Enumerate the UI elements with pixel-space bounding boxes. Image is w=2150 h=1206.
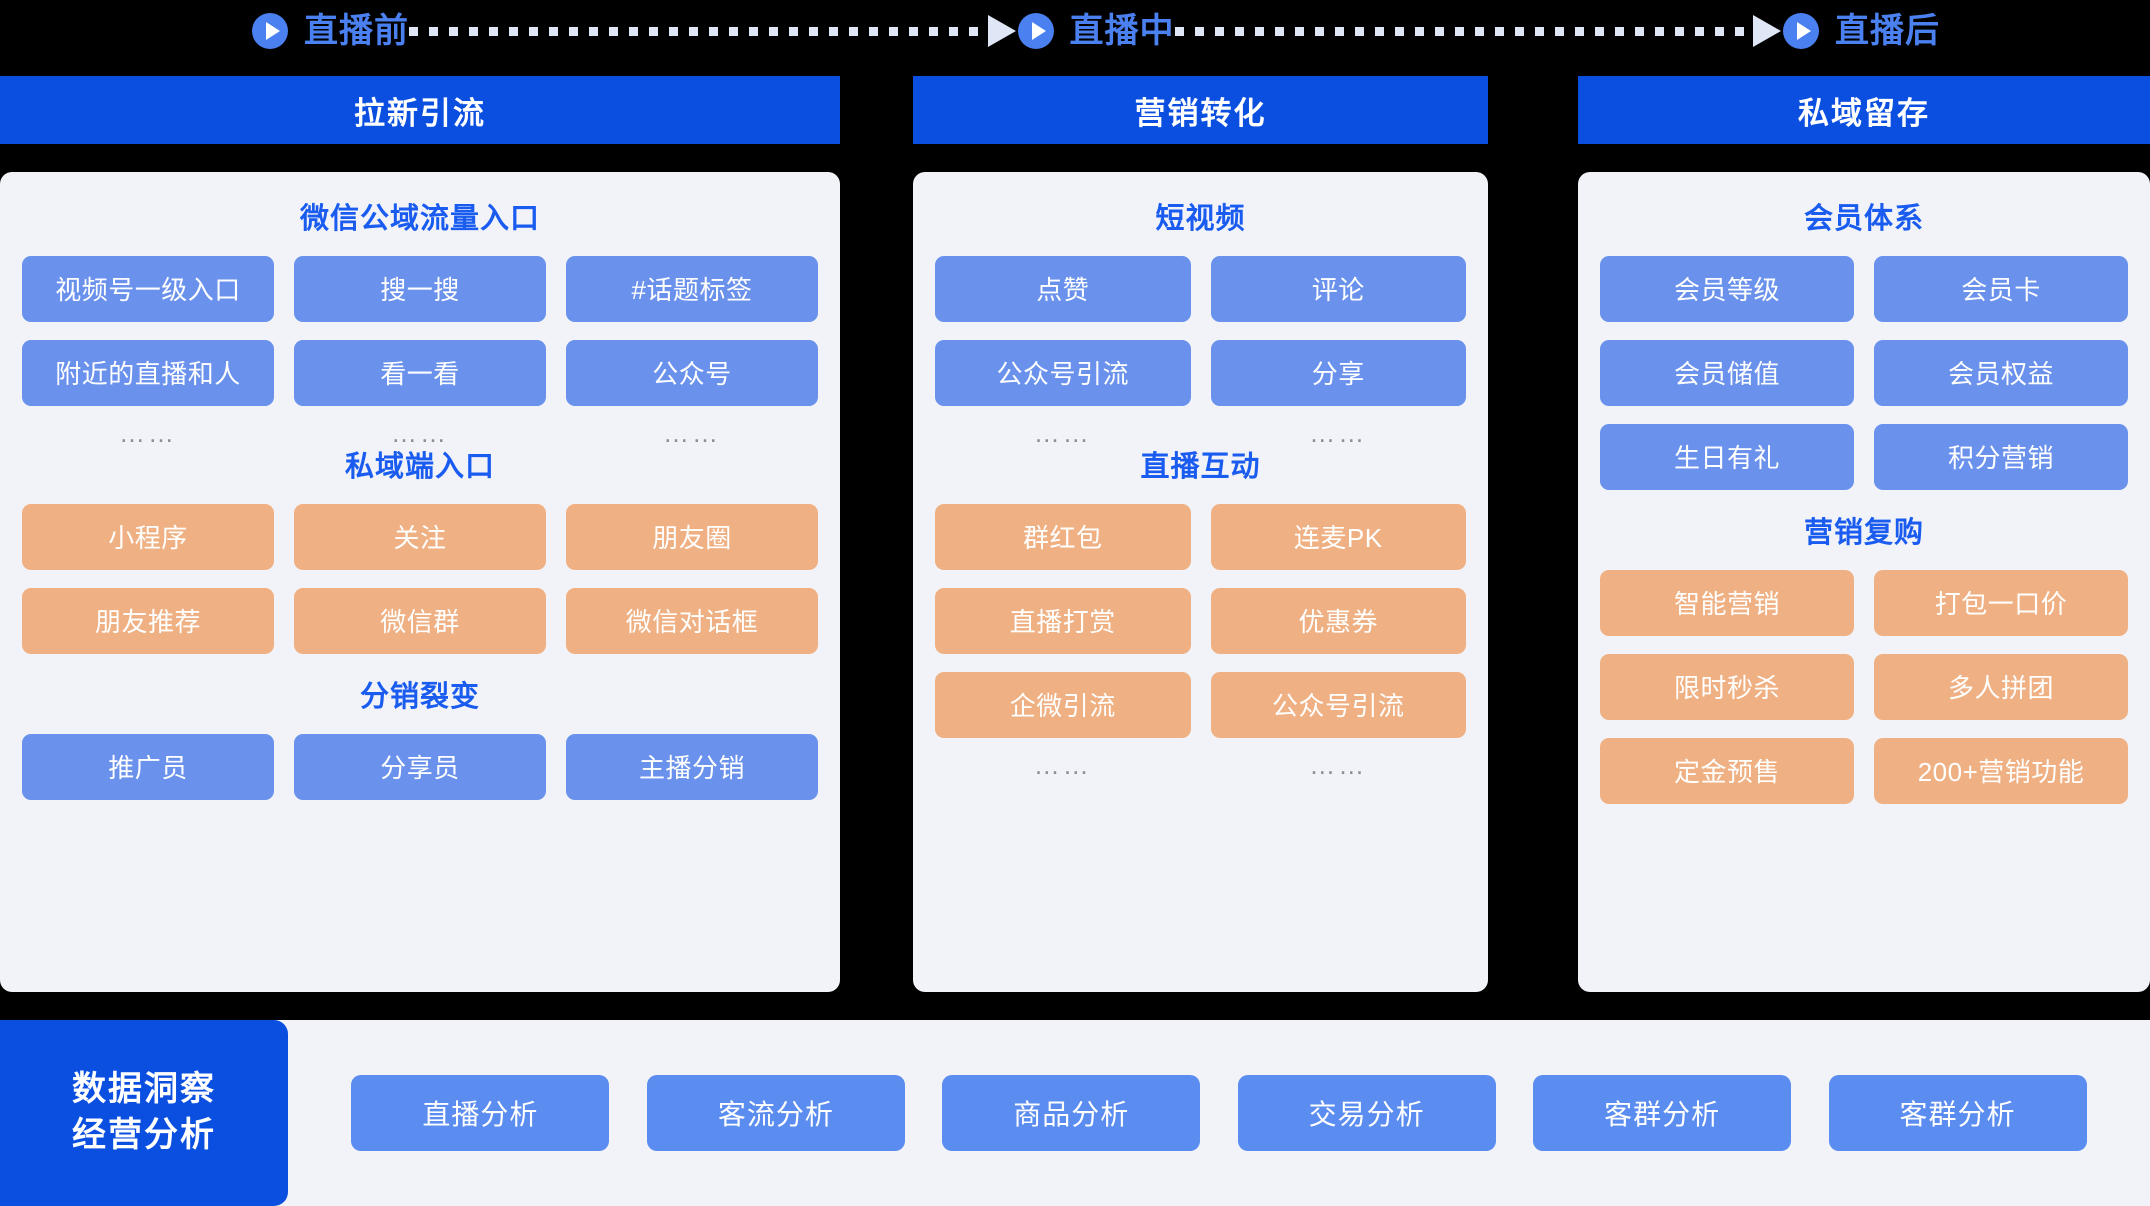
section-title: 会员体系 — [1803, 203, 1924, 235]
column-header-conversion: 营销转化 — [913, 76, 1488, 144]
section-title: 微信公域流量入口 — [299, 203, 540, 235]
phase-label: 直播后 — [1835, 12, 1940, 50]
column-cards: 微信公域流量入口视频号一级入口搜一搜#话题标签附近的直播和人看一看公众号…………… — [0, 172, 2150, 992]
feature-chip[interactable]: 小程序 — [22, 503, 274, 570]
feature-chip[interactable]: 分享 — [1210, 339, 1466, 406]
section-title: 分销裂变 — [359, 680, 480, 713]
column-header-acquisition: 拉新引流 — [0, 76, 840, 144]
chip-grid: 点赞评论公众号引流分享 — [935, 255, 1466, 406]
analytics-chip[interactable]: 商品分析 — [942, 1075, 1201, 1151]
feature-chip[interactable]: 直播打赏 — [935, 587, 1191, 654]
feature-chip[interactable]: 点赞 — [935, 255, 1191, 322]
column-header-retention: 私域留存 — [1578, 76, 2150, 144]
feature-chip[interactable]: 生日有礼 — [1600, 423, 1854, 490]
analytics-chip[interactable]: 客群分析 — [1828, 1075, 2087, 1151]
phase-before-live: 直播前 — [250, 11, 409, 51]
connector-dots — [409, 26, 986, 36]
phase-after-live: 直播后 — [1781, 11, 1940, 51]
ellipsis-marker: …… — [663, 417, 721, 448]
feature-chip[interactable]: 会员权益 — [1874, 339, 2128, 406]
play-circle-icon — [1017, 13, 1054, 49]
feature-chip[interactable]: 朋友圈 — [566, 503, 818, 570]
analytics-bar-label: 数据洞察 经营分析 — [0, 1020, 288, 1206]
phase-label: 直播前 — [304, 12, 409, 50]
chip-grid: 智能营销打包一口价限时秒杀多人拼团定金预售 200+营销功能 — [1600, 569, 2128, 804]
feature-chip[interactable]: 公众号 — [566, 339, 818, 406]
feature-chip[interactable]: 群红包 — [935, 503, 1191, 570]
analytics-chip[interactable]: 直播分析 — [351, 1075, 610, 1151]
feature-chip[interactable]: 评论 — [1210, 255, 1466, 322]
phase-during-live: 直播中 — [1016, 11, 1175, 51]
ellipsis-marker: …… — [391, 417, 449, 448]
arrow-head-icon — [987, 15, 1016, 47]
feature-chip[interactable]: 公众号引流 — [935, 339, 1191, 406]
connector-1 — [409, 15, 1016, 47]
column-headers: 拉新引流 营销转化 私域留存 — [0, 76, 2150, 144]
ellipsis-marker: …… — [1033, 749, 1092, 780]
feature-chip[interactable]: 朋友推荐 — [22, 587, 274, 654]
connector-2 — [1174, 15, 1781, 47]
ellipsis-marker: …… — [1309, 417, 1368, 448]
card-retention: 会员体系会员等级会员卡会员储值会员权益生日有礼积分营销营销复购智能营销打包一口价… — [1578, 172, 2150, 992]
chip-grid: 小程序关注朋友圈朋友推荐微信群微信对话框 — [22, 503, 818, 654]
chip-grid: 会员等级会员卡会员储值会员权益生日有礼积分营销 — [1600, 255, 2128, 490]
feature-chip[interactable]: #话题标签 — [566, 255, 818, 322]
feature-chip[interactable]: 打包一口价 — [1874, 569, 2128, 636]
analytics-chip-row: 直播分析客流分析商品分析交易分析客群分析客群分析 — [288, 1020, 2150, 1206]
analytics-bar: 数据洞察 经营分析 直播分析客流分析商品分析交易分析客群分析客群分析 — [0, 1020, 2150, 1206]
feature-chip[interactable]: 微信对话框 — [566, 587, 818, 654]
analytics-label-line2: 经营分析 — [72, 1116, 216, 1154]
feature-chip[interactable]: 积分营销 — [1874, 423, 2128, 490]
feature-chip[interactable]: 视频号一级入口 — [22, 255, 274, 322]
feature-chip[interactable]: 推广员 — [22, 733, 274, 800]
feature-chip[interactable]: 优惠券 — [1210, 587, 1466, 654]
feature-chip[interactable]: 企微引流 — [935, 671, 1191, 738]
feature-chip[interactable]: 分享员 — [294, 733, 546, 800]
play-circle-icon — [252, 13, 288, 49]
ellipsis-marker: …… — [1309, 749, 1368, 780]
arrow-head-icon — [1753, 15, 1781, 47]
analytics-chip[interactable]: 交易分析 — [1237, 1075, 1496, 1151]
ellipsis-row: …… …… — [935, 752, 1466, 778]
feature-chip[interactable]: 会员储值 — [1600, 339, 1854, 406]
card-acquisition: 微信公域流量入口视频号一级入口搜一搜#话题标签附近的直播和人看一看公众号…………… — [0, 172, 840, 992]
feature-chip[interactable]: 连麦PK — [1210, 503, 1466, 570]
phase-timeline: 直播前 直播中 直播后 — [0, 0, 2150, 62]
feature-chip[interactable]: 限时秒杀 — [1600, 653, 1854, 720]
analytics-label-line1: 数据洞察 — [72, 1070, 216, 1109]
feature-chip[interactable]: 公众号引流 — [1210, 671, 1466, 738]
feature-chip[interactable]: 搜一搜 — [294, 255, 546, 322]
section-spacer — [1600, 490, 2128, 512]
ellipsis-row: …… …… …… — [22, 420, 818, 446]
feature-chip[interactable]: 智能营销 — [1600, 569, 1854, 636]
section-title: 短视频 — [1155, 203, 1246, 235]
analytics-chip[interactable]: 客群分析 — [1533, 1075, 1792, 1151]
ellipsis-marker: …… — [1033, 417, 1092, 448]
ellipsis-marker: …… — [119, 417, 177, 448]
play-circle-icon — [1783, 13, 1819, 49]
feature-chip[interactable]: 200+营销功能 — [1874, 737, 2128, 804]
section-title: 营销复购 — [1803, 516, 1924, 549]
feature-chip[interactable]: 主播分销 — [566, 733, 818, 800]
section-title: 直播互动 — [1140, 450, 1261, 483]
phase-label: 直播中 — [1069, 12, 1175, 50]
feature-chip[interactable]: 多人拼团 — [1874, 653, 2128, 720]
feature-chip[interactable]: 看一看 — [294, 339, 546, 406]
section-spacer — [22, 654, 818, 676]
feature-chip[interactable]: 定金预售 — [1600, 737, 1854, 804]
analytics-chip[interactable]: 客流分析 — [646, 1075, 905, 1151]
chip-grid: 视频号一级入口搜一搜 #话题标签附近的直播和人看一看公众号 — [22, 255, 818, 406]
chip-grid: 群红包连麦PK 直播打赏优惠券企微引流公众号引流 — [935, 503, 1466, 738]
ellipsis-row: …… …… — [935, 420, 1466, 446]
feature-chip[interactable]: 会员卡 — [1874, 255, 2128, 322]
feature-chip[interactable]: 微信群 — [294, 587, 546, 654]
feature-chip[interactable]: 关注 — [294, 503, 546, 570]
connector-dots — [1174, 26, 1751, 36]
feature-chip[interactable]: 会员等级 — [1600, 255, 1854, 322]
feature-chip[interactable]: 附近的直播和人 — [22, 339, 274, 406]
chip-grid: 推广员分享员主播分销 — [22, 733, 818, 800]
section-title: 私域端入口 — [344, 450, 495, 483]
